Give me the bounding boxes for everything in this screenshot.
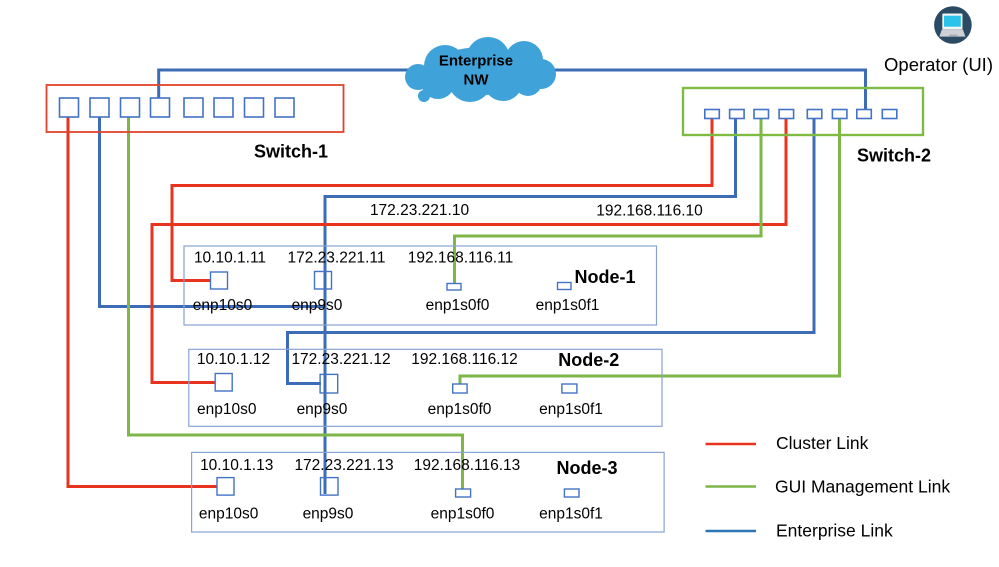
svg-text:GUI Management Link: GUI Management Link bbox=[775, 477, 950, 497]
svg-text:enp1s0f0: enp1s0f0 bbox=[428, 401, 492, 418]
svg-text:enp1s0f1: enp1s0f1 bbox=[536, 297, 600, 314]
svg-text:Switch-1: Switch-1 bbox=[254, 142, 328, 162]
svg-text:Cluster Link: Cluster Link bbox=[776, 433, 869, 453]
svg-text:enp10s0: enp10s0 bbox=[197, 401, 257, 418]
svg-text:Node-2: Node-2 bbox=[558, 350, 619, 370]
svg-text:192.168.116.11: 192.168.116.11 bbox=[408, 250, 513, 267]
svg-text:Enterprise Link: Enterprise Link bbox=[776, 521, 893, 541]
svg-text:172.23.221.12: 172.23.221.12 bbox=[291, 351, 390, 368]
svg-text:enp9s0: enp9s0 bbox=[292, 297, 343, 314]
svg-text:192.168.116.12: 192.168.116.12 bbox=[411, 351, 518, 368]
svg-text:Operator (UI): Operator (UI) bbox=[884, 54, 993, 75]
svg-text:192.168.116.10: 192.168.116.10 bbox=[596, 203, 703, 220]
svg-text:enp10s0: enp10s0 bbox=[193, 297, 253, 314]
svg-text:enp1s0f1: enp1s0f1 bbox=[539, 401, 603, 418]
svg-text:10.10.1.12: 10.10.1.12 bbox=[197, 351, 270, 368]
svg-text:192.168.116.13: 192.168.116.13 bbox=[414, 457, 521, 474]
svg-text:Node-1: Node-1 bbox=[574, 267, 635, 287]
svg-text:enp9s0: enp9s0 bbox=[297, 401, 348, 418]
svg-text:172.23.221.13: 172.23.221.13 bbox=[294, 457, 393, 474]
svg-text:10.10.1.13: 10.10.1.13 bbox=[200, 457, 273, 474]
svg-text:Enterprise: Enterprise bbox=[439, 53, 513, 70]
svg-text:enp1s0f0: enp1s0f0 bbox=[426, 297, 490, 314]
svg-text:enp1s0f1: enp1s0f1 bbox=[539, 506, 603, 523]
svg-text:172.23.221.10: 172.23.221.10 bbox=[370, 202, 470, 219]
svg-text:10.10.1.11: 10.10.1.11 bbox=[194, 250, 266, 267]
svg-text:enp9s0: enp9s0 bbox=[303, 506, 354, 523]
svg-text:enp10s0: enp10s0 bbox=[199, 506, 259, 523]
svg-text:Switch-2: Switch-2 bbox=[857, 146, 931, 166]
svg-text:Node-3: Node-3 bbox=[556, 458, 617, 478]
svg-text:enp1s0f0: enp1s0f0 bbox=[431, 506, 495, 523]
svg-text:NW: NW bbox=[464, 72, 490, 89]
svg-text:172.23.221.11: 172.23.221.11 bbox=[288, 250, 386, 267]
